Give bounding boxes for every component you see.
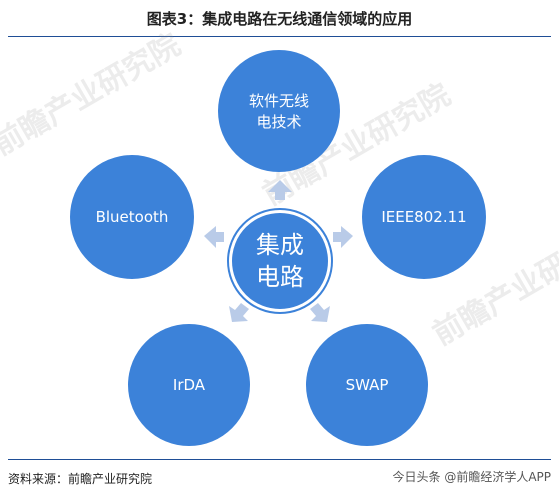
arrow-up <box>268 180 292 200</box>
arrow-bottom-left <box>229 303 249 322</box>
node-ieee80211-label: IEEE802.11 <box>381 208 467 226</box>
node-bluetooth-label: Bluetooth <box>95 208 169 226</box>
node-software-radio-line2: 电技术 <box>256 113 302 131</box>
node-irda-label: IrDA <box>172 376 206 394</box>
node-software-radio: 软件无线 电技术 <box>218 50 340 172</box>
top-divider <box>8 36 551 37</box>
source-note: 资料来源：前瞻产业研究院 <box>8 472 153 486</box>
chart-title: 图表3：集成电路在无线通信领域的应用 <box>146 10 413 28</box>
node-ieee80211: IEEE802.11 <box>362 155 486 279</box>
node-irda: IrDA <box>128 324 250 446</box>
node-bluetooth: Bluetooth <box>70 155 194 279</box>
platform-logo: 今日头条 @前瞻经济学人APP <box>392 470 552 484</box>
bottom-divider <box>8 459 551 460</box>
arrow-left <box>204 226 224 248</box>
node-software-radio-line1: 软件无线 <box>248 92 309 110</box>
arrow-bottom-right <box>310 303 330 322</box>
center-line1: 集成 <box>256 231 304 259</box>
node-swap-label: SWAP <box>345 376 389 394</box>
arrow-right <box>333 226 353 248</box>
node-center-ic: 集成 电路 <box>229 210 331 312</box>
node-swap: SWAP <box>306 324 428 446</box>
center-line2: 电路 <box>256 263 304 291</box>
